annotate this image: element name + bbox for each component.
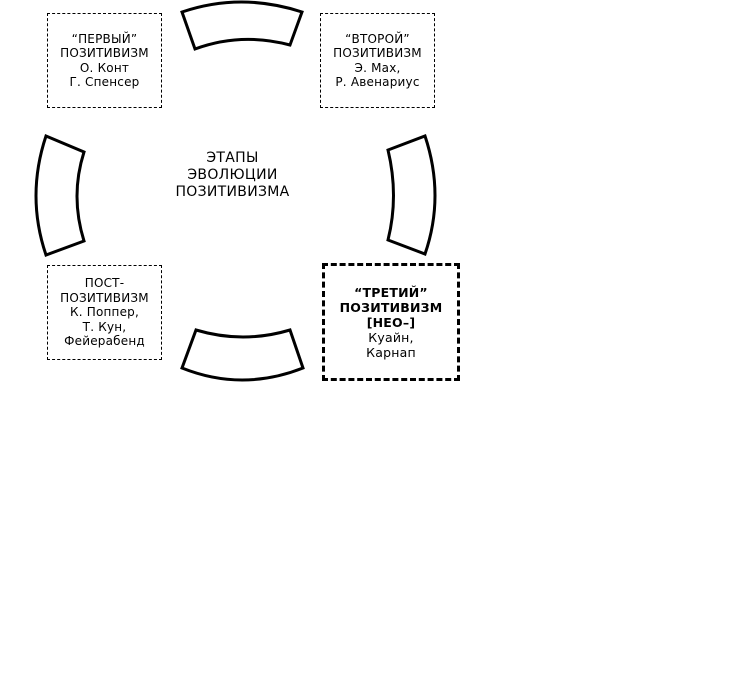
third-line-4: Куайн, <box>368 329 414 345</box>
first-line-4: Г. Спенсер <box>69 75 140 89</box>
second-line-3: Э. Мах, <box>354 60 401 75</box>
second-line-2: ПОЗИТИВИЗМ <box>333 46 422 60</box>
first-positivism-box: “ПЕРВЫЙ” ПОЗИТИВИЗМ О. Конт Г. Спенсер <box>47 13 162 108</box>
title-line-2: ЭВОЛЮЦИИ <box>187 167 278 183</box>
title-line-3: ПОЗИТИВИЗМА <box>175 184 290 200</box>
third-line-5: Карнап <box>366 344 416 360</box>
first-line-1: “ПЕРВЫЙ” <box>71 31 138 46</box>
third-line-1: “ТРЕТИЙ” <box>354 284 428 300</box>
third-line-2: ПОЗИТИВИЗМ <box>339 299 443 315</box>
first-line-3: О. Конт <box>79 60 130 75</box>
third-line-3: [НЕО–] <box>366 314 416 330</box>
post-line-1: ПОСТ- <box>84 276 125 291</box>
second-line-1: “ВТОРОЙ” <box>345 31 410 46</box>
post-positivism-box: ПОСТ- ПОЗИТИВИЗМ К. Поппер, Т. Кун, Фейе… <box>47 265 162 360</box>
second-positivism-box: “ВТОРОЙ” ПОЗИТИВИЗМ Э. Мах, Р. Авенариус <box>320 13 435 108</box>
diagram-title: ЭТАПЫ ЭВОЛЮЦИИ ПОЗИТИВИЗМА <box>145 150 320 201</box>
top-arc-connector <box>180 0 304 51</box>
left-arc-connector <box>34 133 86 257</box>
title-line-1: ЭТАПЫ <box>206 150 259 166</box>
post-line-4: Т. Кун, <box>82 319 127 334</box>
bottom-arc-connector <box>180 328 305 382</box>
first-line-2: ПОЗИТИВИЗМ <box>60 46 149 60</box>
post-line-3: К. Поппер, <box>69 305 140 320</box>
third-positivism-box: “ТРЕТИЙ” ПОЗИТИВИЗМ [НЕО–] Куайн, Карнап <box>322 263 460 381</box>
second-line-4: Р. Авенариус <box>335 75 420 89</box>
right-arc-connector <box>386 134 437 256</box>
post-line-2: ПОЗИТИВИЗМ <box>60 290 149 305</box>
post-line-5: Фейерабенд <box>64 334 145 349</box>
